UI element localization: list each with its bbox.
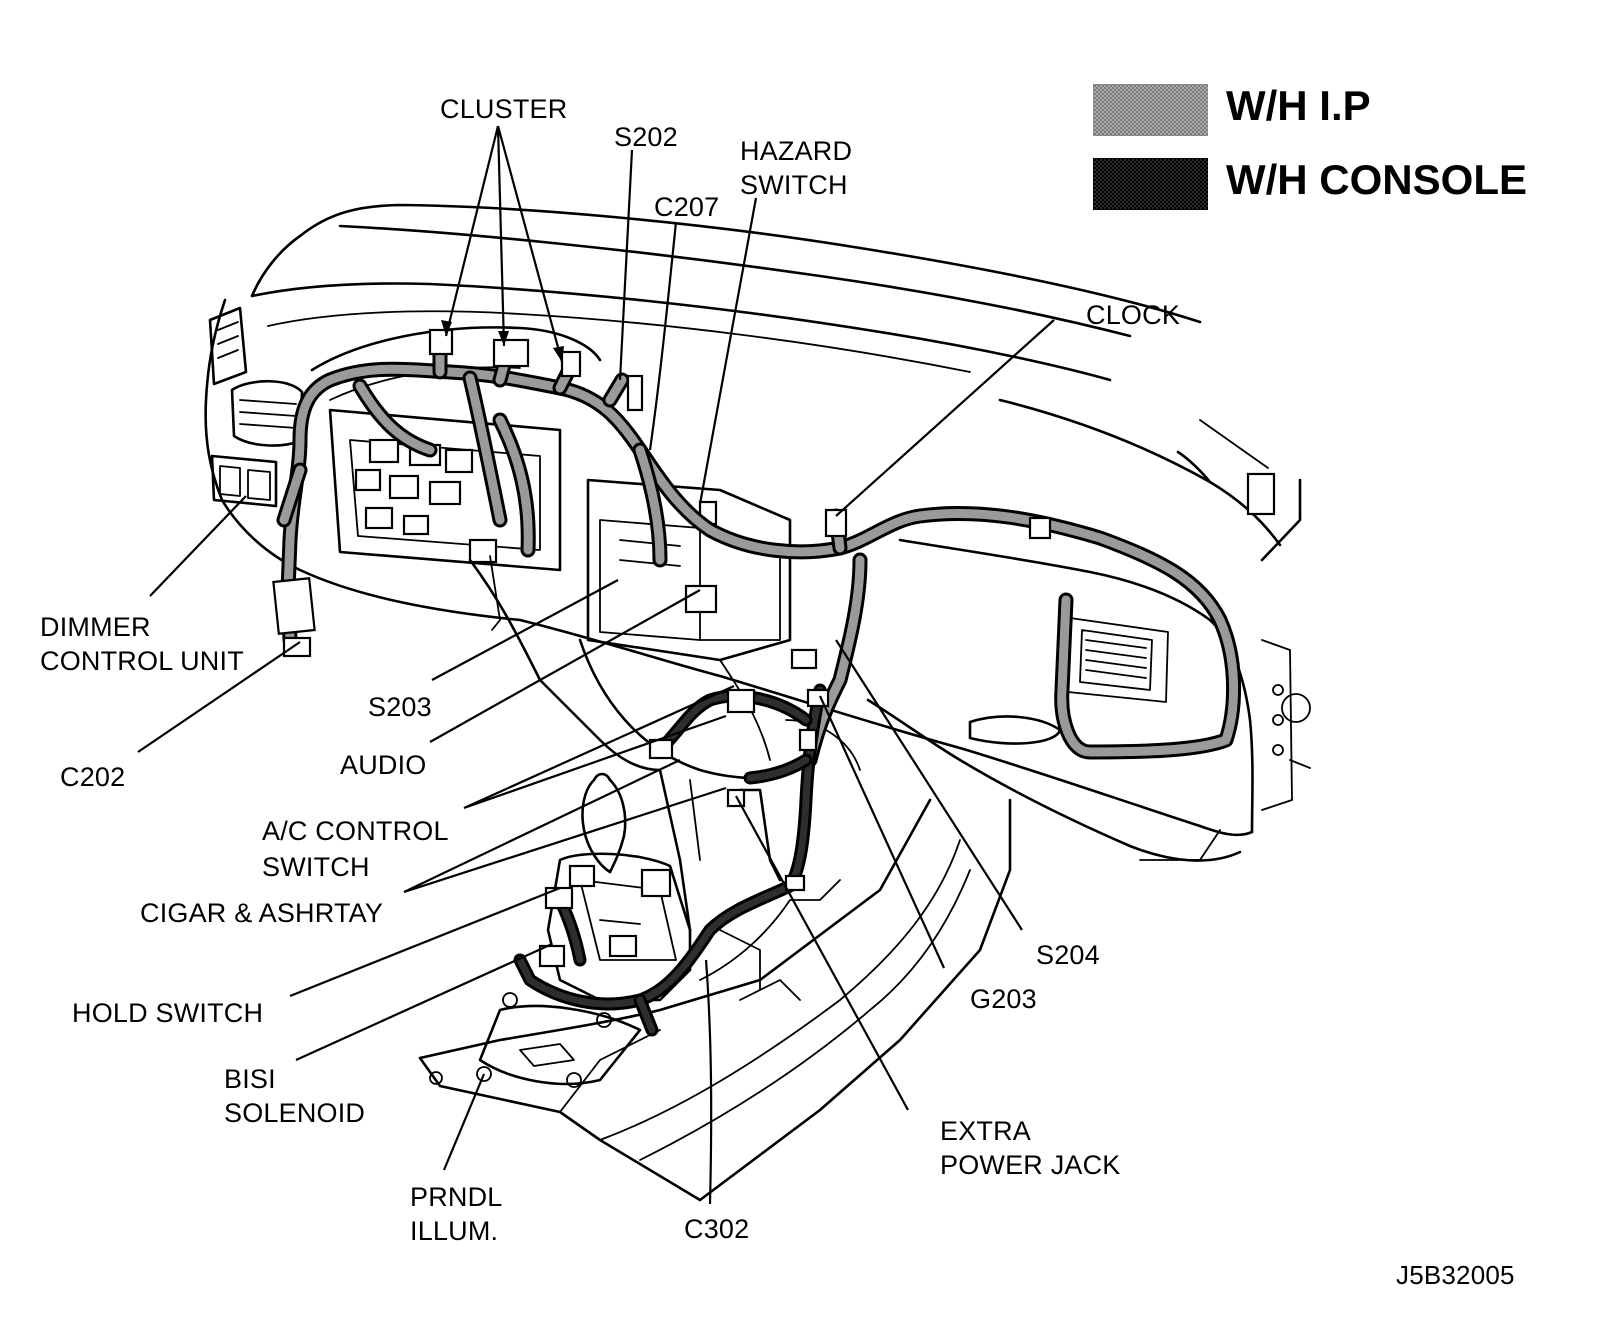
label-cigar-ashtray: CIGAR & ASHRTAY — [140, 898, 384, 928]
label-c202: C202 — [60, 762, 126, 792]
label-dimmer-line2: CONTROL UNIT — [40, 646, 244, 676]
label-bisi-line2: SOLENOID — [224, 1098, 366, 1128]
wh-console-harness — [513, 683, 830, 1037]
figure-id: J5B32005 — [1396, 1260, 1515, 1290]
label-c302: C302 — [684, 1214, 750, 1244]
label-c207: C207 — [654, 192, 720, 222]
label-hazard-switch-line1: HAZARD — [740, 136, 853, 166]
label-hold-switch: HOLD SWITCH — [72, 998, 264, 1028]
legend-wh-console-label: W/H CONSOLE — [1226, 156, 1527, 203]
label-s203: S203 — [368, 692, 432, 722]
label-extra-power-line1: EXTRA — [940, 1116, 1032, 1146]
label-dimmer-line1: DIMMER — [40, 612, 151, 642]
label-extra-power-line2: POWER JACK — [940, 1150, 1121, 1180]
label-audio: AUDIO — [340, 750, 427, 780]
label-g203: G203 — [970, 984, 1037, 1014]
label-ac-control-line2: SWITCH — [262, 852, 370, 882]
label-cluster: CLUSTER — [440, 94, 568, 124]
console-floor-outline — [418, 768, 1221, 1202]
wh-ip-swatch — [1093, 84, 1208, 136]
label-ac-control-line1: A/C CONTROL — [262, 816, 449, 846]
label-s204: S204 — [1036, 940, 1100, 970]
label-bisi-line1: BISI — [224, 1064, 276, 1094]
label-s202: S202 — [614, 122, 678, 152]
label-clock: CLOCK — [1086, 300, 1181, 330]
label-hazard-switch-line2: SWITCH — [740, 170, 848, 200]
label-prndl-line2: ILLUM. — [410, 1216, 499, 1246]
wh-console-swatch — [1093, 158, 1208, 210]
legend-wh-ip-label: W/H I.P — [1226, 82, 1371, 129]
leader-lines — [137, 125, 1055, 1205]
label-prndl-line1: PRNDL — [410, 1182, 503, 1212]
